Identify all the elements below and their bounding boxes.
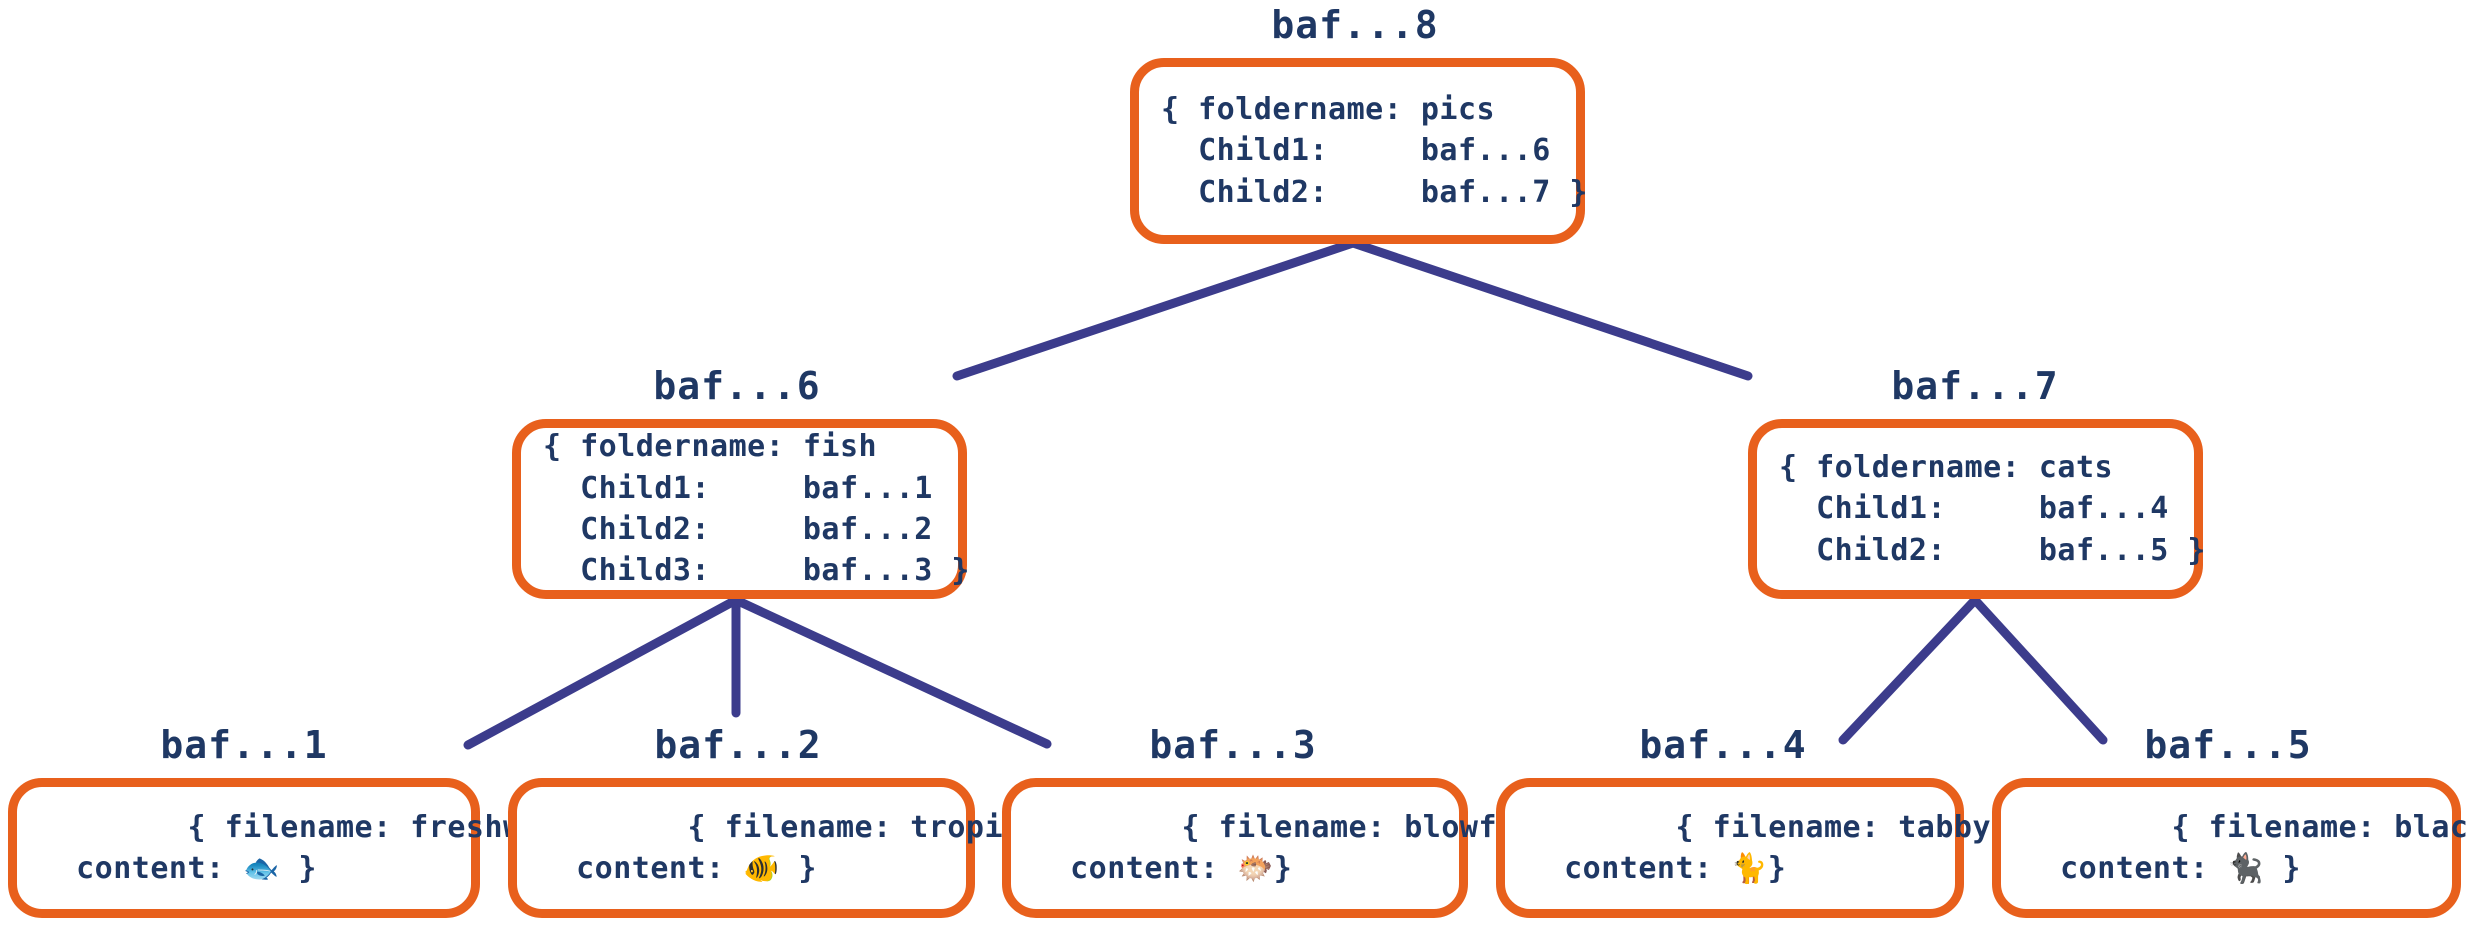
node-box-black[interactable]: { filename: black.png content: 🐈‍⬛ } [1992,778,2469,918]
node-box-blowfish[interactable]: { filename: blowfish.png content: 🐡} [1002,778,1626,918]
file-line-content-suffix: } [1767,851,1787,886]
node-text-fish: { foldername: fish Child1: baf...1 Child… [543,429,970,589]
fish-emoji: 🐟 [243,851,280,885]
tropical-fish-emoji: 🐠 [743,851,780,885]
node-text-root: { foldername: pics Child1: baf...6 Child… [1161,91,1588,210]
node-text-tropical: { filename: tropical.png content: 🐠 } [517,765,1133,931]
node-label-root: baf...8 [1271,3,1439,47]
node-label-tabby: baf...4 [1639,723,1807,767]
edge-root-to-fish [952,238,1358,381]
file-line-content-suffix: } [779,851,817,886]
node-label-black: baf...5 [2144,723,2312,767]
node-box-freshwater[interactable]: { filename: freshwater.png content: 🐟 } [8,778,670,918]
node-box-tropical[interactable]: { filename: tropical.png content: 🐠 } [508,778,1132,918]
node-label-fish: baf...6 [653,364,821,408]
node-box-cats[interactable]: { foldername: cats Child1: baf...4 Child… [1748,419,2206,599]
node-box-root[interactable]: { foldername: pics Child1: baf...6 Child… [1130,58,1588,244]
cat-emoji: 🐈 [1731,851,1768,885]
node-text-black: { filename: black.png content: 🐈‍⬛ } [2001,765,2469,931]
edge-cats-to-tabby [1838,595,1980,745]
edge-cats-to-black [1970,595,2108,745]
edge-root-to-cats [1348,238,1753,381]
node-label-cats: baf...7 [1891,364,2059,408]
file-line-content-prefix: content: [539,851,744,886]
node-label-blowfish: baf...3 [1149,723,1317,767]
file-line-content-prefix: content: [39,851,244,886]
file-line-content-suffix: } [1273,851,1293,886]
blowfish-emoji: 🐡 [1237,851,1274,885]
black-cat-emoji: 🐈‍⬛ [2227,851,2264,885]
node-label-freshwater: baf...1 [160,723,328,767]
node-label-tropical: baf...2 [654,723,822,767]
file-line-content-prefix: content: [1527,851,1732,886]
file-line-content-prefix: content: [2023,851,2228,886]
node-text-cats: { foldername: cats Child1: baf...4 Child… [1779,449,2206,568]
file-line-content-prefix: content: [1033,851,1238,886]
node-box-fish[interactable]: { foldername: fish Child1: baf...1 Child… [512,419,970,599]
node-box-tabby[interactable]: { filename: tabby.png content: 🐈} [1496,778,2065,918]
node-text-tabby: { filename: tabby.png content: 🐈} [1505,765,2065,931]
file-line-content-suffix: } [279,851,317,886]
file-line-content-suffix: } [2263,851,2301,886]
file-line-filename: { filename: black.png [2171,809,2469,845]
